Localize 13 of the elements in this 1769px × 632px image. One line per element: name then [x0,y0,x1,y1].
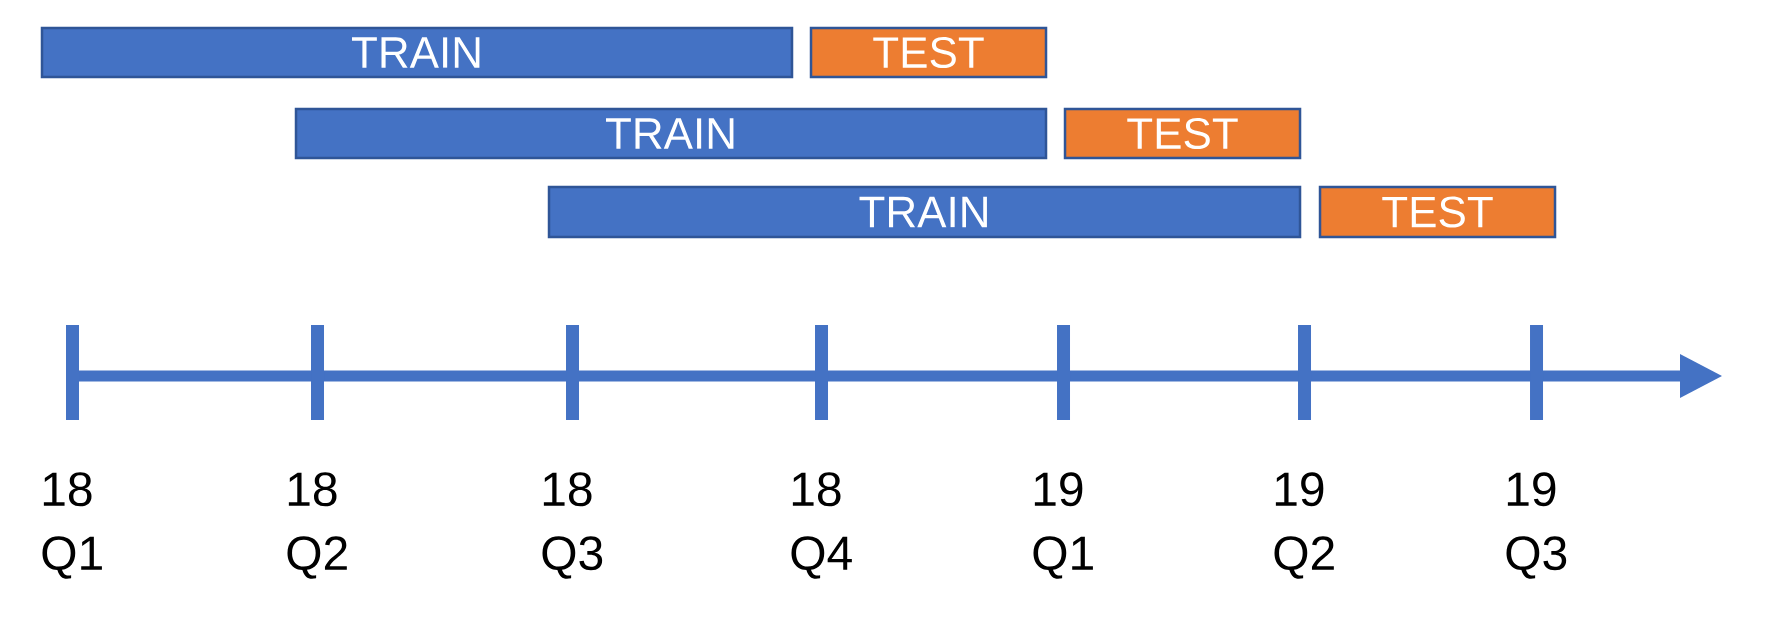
tick-label: 18 Q3 [542,472,603,579]
test-bar: TEST [1063,107,1302,160]
tick-label: 18 Q4 [791,472,852,579]
test-bar: TEST [1318,185,1557,239]
tick-label: 18 Q1 [42,472,102,579]
train-bar: TRAIN [294,107,1048,160]
train-bar: TRAIN [547,185,1302,239]
test-bar: TEST [809,26,1048,79]
tick-label: 19 Q1 [1033,472,1093,579]
tick-label: 19 Q2 [1274,472,1334,579]
tick-label: 18 Q2 [287,472,347,579]
tick-label: 19 Q3 [1506,472,1567,579]
train-bar: TRAIN [40,26,794,79]
